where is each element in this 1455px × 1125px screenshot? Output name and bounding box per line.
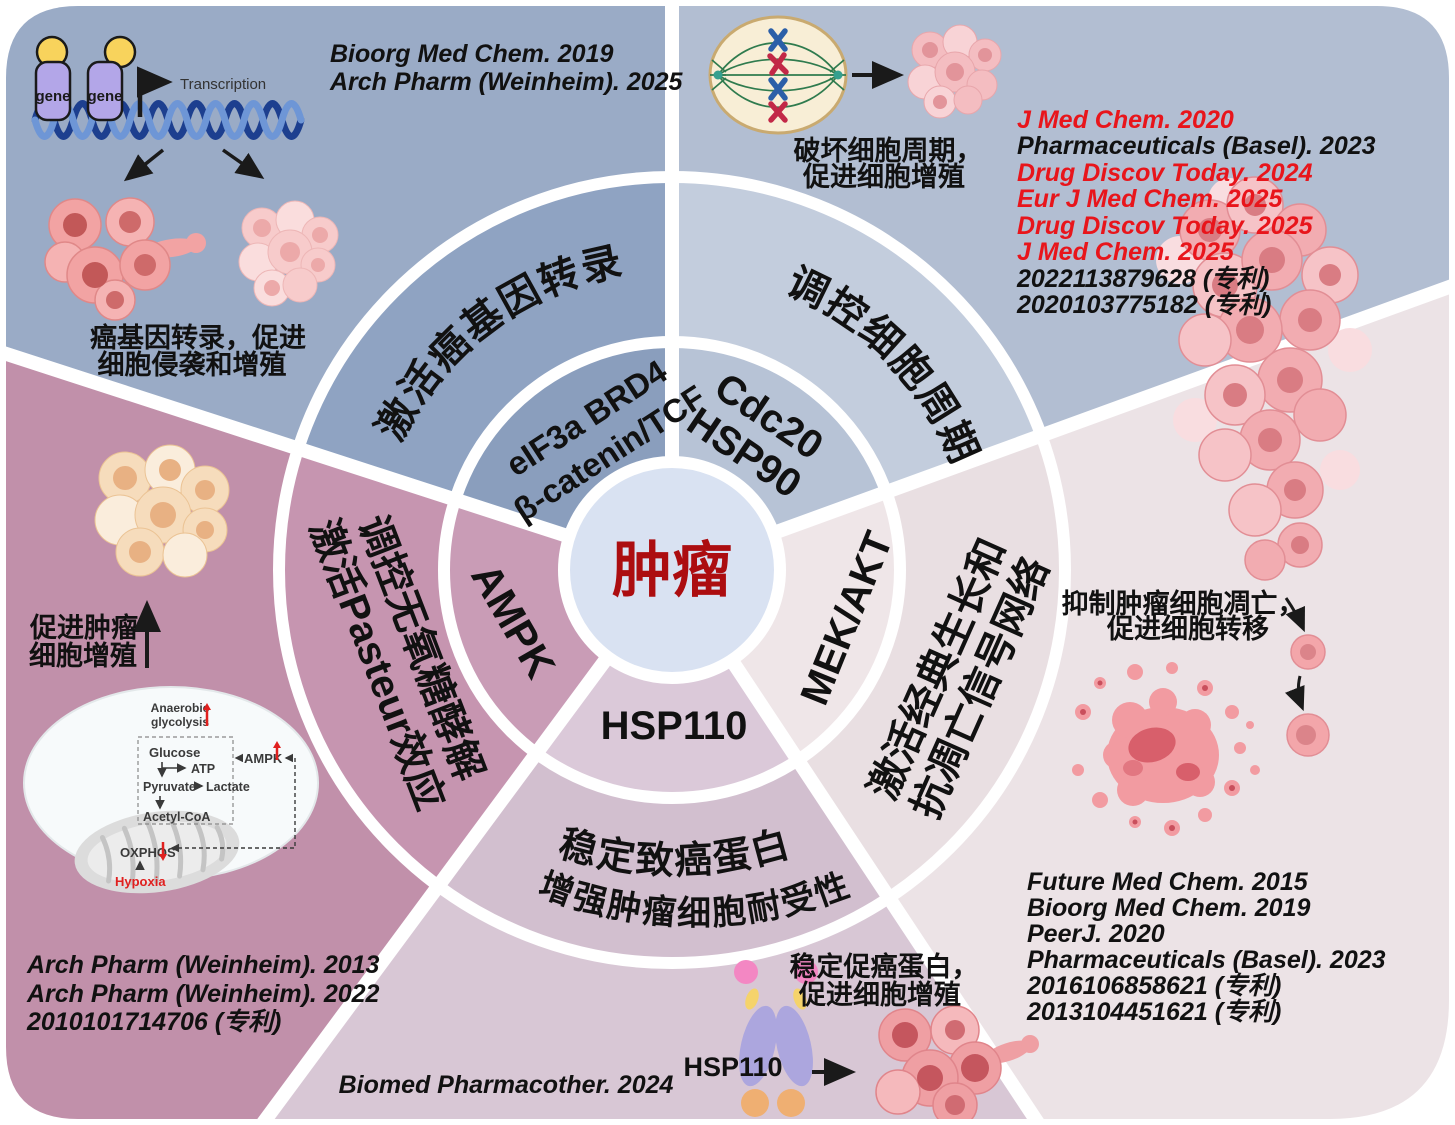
reference: Arch Pharm (Weinheim). 2025: [329, 68, 684, 96]
sector-transcription-outer: [6, 6, 672, 570]
gene-box-icon: [34, 60, 72, 122]
center-hub: [561, 459, 783, 681]
cell-nucleus-icon: [1300, 644, 1316, 660]
pathway-label: Glucose: [149, 745, 200, 760]
down-arrow-red-head-icon: [159, 854, 167, 861]
molecule-arm-icon: [739, 1005, 777, 1087]
reference: Arch Pharm (Weinheim). 2013: [26, 951, 380, 979]
reference: Pharmaceuticals (Basel). 2023: [1027, 946, 1386, 974]
gene-transcription-illustration: gene gene Transcription: [31, 35, 339, 321]
pathway-label: Acetyl-CoA: [143, 810, 210, 824]
caption-cell-cycle-2: 促进细胞增殖: [802, 161, 965, 192]
reference: Eur J Med Chem. 2025: [1017, 185, 1283, 213]
chromosomes-icon: [767, 28, 789, 123]
caption-glycolysis-1: 促进肿瘤: [29, 612, 138, 643]
pathway-label: Anaerobic: [151, 701, 210, 715]
sector-cell-cycle-ring: [672, 177, 1042, 492]
reference: Bioorg Med Chem. 2019: [1027, 894, 1310, 922]
reference: Pharmaceuticals (Basel). 2023: [1017, 132, 1376, 160]
reference: Future Med Chem. 2015: [1027, 868, 1309, 896]
reference: Drug Discov Today. 2025: [1017, 212, 1314, 240]
caption-oncoprotein-1: 稳定促癌蛋白，: [790, 951, 979, 982]
metastasis-arrow-icon: [1285, 675, 1305, 712]
transcription-label: Transcription: [180, 76, 266, 93]
pathway-label: Pyruvate: [143, 780, 196, 794]
pathway-dashed-connector-icon: [170, 758, 296, 853]
mitochondria-icon: [74, 810, 240, 894]
caption-glycolysis-2: 细胞增殖: [29, 640, 137, 671]
molecule-arm-icon: [775, 1005, 813, 1087]
reference: 2010101714706 (专利): [26, 1008, 281, 1036]
up-arrow-red-head-icon: [273, 741, 281, 748]
tumor-cells-icon: [94, 444, 230, 578]
reference: 2013104451621 (专利): [1026, 998, 1281, 1026]
spindle-pole-icon: [833, 70, 843, 80]
invasive-cells-icon: [44, 197, 206, 321]
pathway-label: OXPHOS: [120, 845, 176, 860]
sector-oncoprotein-targets: [536, 656, 798, 798]
pathway-label: ATP: [191, 762, 215, 776]
dividing-cells-icon: [907, 24, 1002, 119]
caption-oncoprotein-2: 促进细胞增殖: [798, 979, 961, 1010]
molecule-head-icon: [794, 960, 818, 984]
arrow-down-left-icon: [123, 148, 165, 182]
hsp110-molecule-label: HSP110: [683, 1052, 782, 1082]
reference: 2022113879628 (专利): [1016, 265, 1270, 293]
sector-transcription-targets: [455, 342, 672, 537]
transcription-arrow-icon: [136, 66, 173, 117]
up-arrow-red-head-icon: [203, 703, 211, 710]
apoptotic-cell-icon: [1072, 662, 1260, 836]
gene-label: gene: [35, 88, 70, 105]
caption-signaling-1: 抑制肿瘤细胞凋亡，: [1062, 588, 1305, 619]
references-glycolysis: Arch Pharm (Weinheim). 2013 Arch Pharm (…: [26, 951, 380, 1036]
stabilized-tumor-cells-icon: [875, 1005, 1039, 1119]
molecule-linker-icon: [793, 988, 807, 1010]
center-title: 肿瘤: [612, 537, 732, 604]
arrow-down-right-icon: [221, 148, 265, 180]
references-signaling: Future Med Chem. 2015 Bioorg Med Chem. 2…: [1026, 868, 1386, 1026]
molecule-head-icon: [734, 960, 758, 984]
reference: Bioorg Med Chem. 2019: [330, 40, 613, 68]
metastasis-illustration: [1072, 176, 1372, 836]
pathway-label-hypoxia: Hypoxia: [115, 874, 166, 889]
tumor-mass-icon: [1156, 176, 1372, 581]
proliferating-cells-icon: [238, 200, 339, 307]
reference: Arch Pharm (Weinheim). 2022: [26, 980, 380, 1008]
gene-box-icon: [86, 60, 124, 122]
reference-oncoprotein: Biomed Pharmacother. 2024: [339, 1071, 674, 1099]
pathway-label: Lactate: [206, 780, 250, 794]
reference: J Med Chem. 2020: [1017, 106, 1234, 134]
glycolysis-illustration: Anaerobic glycolysis Glucose ATP Pyruvat…: [23, 444, 319, 894]
references-cell-cycle: J Med Chem. 2020 Pharmaceuticals (Basel)…: [1016, 106, 1376, 319]
molecule-base-icon: [741, 1089, 769, 1117]
hsp110-molecule-illustration: [734, 960, 1039, 1119]
reference: PeerJ. 2020: [1027, 920, 1165, 948]
reference: J Med Chem. 2025: [1017, 238, 1235, 266]
gene-label: gene: [87, 88, 122, 105]
reference: Drug Discov Today. 2024: [1017, 159, 1313, 187]
references-transcription: Bioorg Med Chem. 2019 Arch Pharm (Weinhe…: [329, 40, 684, 96]
cell-nucleus-icon: [1296, 725, 1316, 745]
molecule-linker-icon: [745, 988, 759, 1010]
spindle-pole-icon: [713, 70, 723, 80]
sector-transcription-ring: [298, 177, 672, 500]
molecule-base-icon: [777, 1089, 805, 1117]
caption-transcription-1: 癌基因转录，促进: [90, 322, 306, 353]
caption-transcription-2: 细胞侵袭和增殖: [98, 349, 287, 380]
reference: 2020103775182 (专利): [1016, 291, 1271, 319]
reference: 2016106858621 (专利): [1026, 972, 1281, 1000]
metastasis-arrow-icon: [1284, 597, 1305, 633]
mitotic-spindle-illustration: [708, 15, 1002, 135]
caption-cell-cycle-1: 破坏细胞周期，: [794, 135, 983, 166]
sector-cell-cycle-targets: [672, 342, 887, 534]
sector-oncoprotein-ring: [438, 753, 889, 964]
target-label-oncoprotein: HSP110: [601, 704, 748, 748]
pathway-label: glycolysis: [151, 715, 209, 729]
dna-helix-strand2-icon: [31, 100, 305, 140]
pathway-label: AMPK: [244, 751, 283, 766]
caption-signaling-2: 促进细胞转移: [1106, 613, 1269, 644]
